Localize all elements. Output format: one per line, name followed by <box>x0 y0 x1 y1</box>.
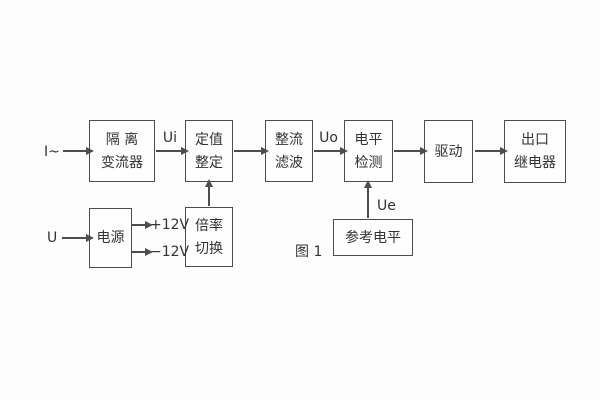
signal-label-minus12v: −12V <box>150 244 190 260</box>
arrow-current-to-isolation <box>63 150 87 152</box>
arrow-ratio-to-setting <box>208 185 210 206</box>
block-output-relay: 出口 继电器 <box>504 120 566 183</box>
block-label-line: 定值 <box>195 131 223 148</box>
block-label-line: 参考电平 <box>345 229 401 246</box>
block-label-line: 整定 <box>195 154 223 171</box>
block-label-line: 变流器 <box>101 154 143 171</box>
block-setting-adjustment: 定值 整定 <box>185 120 233 182</box>
block-label-line: 电平 <box>354 131 383 148</box>
signal-label-plus12v: +12V <box>150 217 190 233</box>
arrow-isolation-to-setting <box>156 150 182 152</box>
block-driver: 驱动 <box>424 120 473 183</box>
block-ratio-switch: 倍率 切换 <box>185 207 233 267</box>
block-label-line: 继电器 <box>514 155 556 171</box>
arrow-power-to-plus12v <box>132 224 146 226</box>
current-input-label: I~ <box>44 144 60 160</box>
arrow-setting-to-rectifier <box>234 150 262 152</box>
block-label-line: 滤波 <box>275 154 303 171</box>
block-label-line: 倍率 <box>195 217 223 234</box>
block-power-supply: 电源 <box>89 208 132 268</box>
voltage-input-label: U <box>47 230 58 246</box>
arrow-voltage-to-power <box>62 237 87 239</box>
arrow-driver-to-outrelay <box>475 150 501 152</box>
signal-label-ui: Ui <box>162 130 178 146</box>
block-label-line: 隔 离 <box>105 131 139 148</box>
figure-caption: 图 1 <box>295 244 323 260</box>
arrow-reference-to-level <box>367 186 369 218</box>
arrow-rectifier-to-level <box>314 150 341 152</box>
block-label-line: 电源 <box>96 230 125 246</box>
block-label-line: 驱动 <box>434 143 463 160</box>
block-reference-level: 参考电平 <box>333 219 413 256</box>
arrow-power-to-minus12v <box>132 251 146 253</box>
block-label-line: 检测 <box>354 154 383 171</box>
block-label-line: 整流 <box>275 131 303 148</box>
block-label-line: 出口 <box>521 132 549 148</box>
signal-label-ue: Ue <box>377 198 396 214</box>
block-rectifier-filter: 整流 滤波 <box>265 120 313 182</box>
block-label-line: 切换 <box>195 240 223 257</box>
arrow-level-to-driver <box>394 150 421 152</box>
block-level-detection: 电平 检测 <box>344 120 393 182</box>
block-isolation-transformer: 隔 离 变流器 <box>89 120 155 182</box>
signal-label-uo: Uo <box>319 130 338 146</box>
